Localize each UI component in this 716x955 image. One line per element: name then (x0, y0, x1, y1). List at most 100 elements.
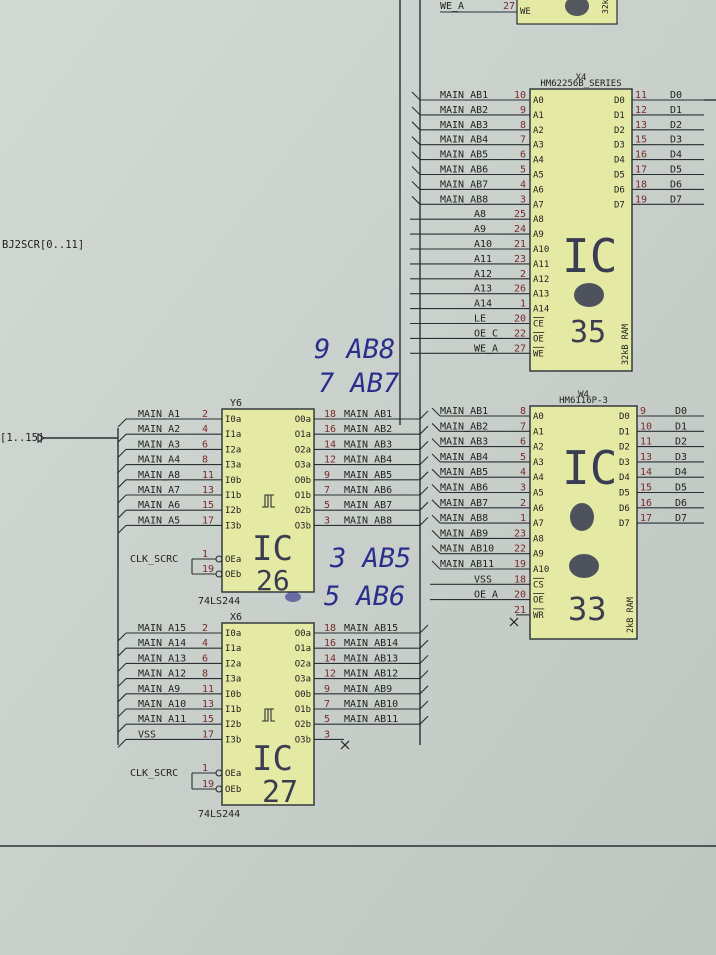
pin-label: I1b (225, 705, 241, 715)
net-label: MAIN_AB12 (344, 669, 398, 680)
pin-number: 2 (520, 269, 526, 280)
y6-mark: IC (252, 529, 293, 569)
pin-number: 1 (520, 513, 526, 524)
pin-number: 1 (202, 549, 208, 560)
net-label: MAIN_A13 (138, 653, 186, 664)
schmitt-icon (262, 494, 275, 508)
pin-number: 1 (202, 763, 208, 774)
w4-mark: IC (562, 441, 617, 495)
bus-entry (431, 530, 441, 539)
pin-number: 17 (202, 515, 214, 526)
chip-side-label: 2kB RAM (626, 597, 636, 633)
bus-entry (117, 509, 127, 519)
pin-number: 20 (514, 590, 526, 601)
net-label: MAIN_A14 (138, 638, 186, 649)
pin-label: O1b (295, 705, 311, 715)
net-label: D5 (670, 165, 682, 176)
net-label: MAIN_AB1 (440, 406, 488, 417)
pin-number: 7 (324, 699, 330, 710)
pin-number: 4 (520, 179, 526, 190)
note-2: 7 AB7 (318, 368, 399, 399)
pin-number: 10 (640, 421, 652, 432)
x4-num: 35 (570, 315, 606, 350)
bus-entry (117, 693, 127, 703)
bus-entry (117, 739, 127, 748)
pin-number: 19 (202, 564, 214, 575)
x6-num: 27 (262, 775, 298, 810)
pin-label: I1a (225, 644, 241, 654)
pin-number: 2 (202, 409, 208, 420)
pin-number: 21 (514, 239, 526, 250)
net-label: MAIN_AB5 (440, 467, 488, 478)
pin-label: A9 (533, 230, 544, 240)
bus-entry (419, 410, 429, 420)
bus-entry (117, 632, 127, 642)
bus-entry (419, 471, 429, 481)
chip-ref: X4 (576, 73, 587, 83)
pin-label: A8 (533, 534, 544, 544)
bus-entry (431, 407, 441, 417)
net-label: MAIN_AB5 (344, 470, 392, 481)
pin-label: A11 (533, 260, 549, 270)
pin-label: D7 (614, 200, 625, 210)
bus-entry (117, 449, 127, 458)
bus-entry (117, 433, 127, 443)
net-label: MAIN_AB1 (344, 409, 392, 420)
net-label: LE (474, 314, 486, 325)
net-label: MAIN_AB9 (344, 684, 392, 695)
pin-number: 8 (202, 455, 208, 466)
net-label: A10 (474, 239, 492, 250)
pin-number: 25 (514, 209, 526, 220)
pin-number: 26 (514, 284, 526, 295)
bus-entry (419, 639, 429, 649)
pin-number: 17 (640, 513, 652, 524)
top-fragment-net: WE_A (440, 1, 464, 12)
pin-label: A5 (533, 489, 544, 499)
net-label: MAIN_AB7 (440, 179, 488, 190)
pin-number: 18 (324, 409, 336, 420)
pin-label: A0 (533, 412, 544, 422)
bus-entry (419, 700, 429, 710)
pin-number: 4 (202, 638, 208, 649)
pin-number: 5 (324, 714, 330, 725)
pin-number: 15 (640, 483, 652, 494)
pin-number: 16 (324, 638, 336, 649)
chip-ref: W4 (578, 390, 589, 400)
net-label: MAIN_A4 (138, 455, 180, 466)
chip-part: HM6116P-3 (559, 396, 608, 406)
top-fragment-side: 32kB (601, 0, 610, 14)
pin-label: A12 (533, 275, 549, 285)
bus-entry (117, 479, 127, 489)
chip-ref: Y6 (230, 398, 242, 409)
net-label: MAIN_AB4 (344, 455, 392, 466)
pin-label: A1 (533, 427, 544, 437)
net-label: MAIN_A8 (138, 470, 180, 481)
pin-number: 5 (324, 500, 330, 511)
pin-label: A6 (533, 185, 544, 195)
pin-number: 14 (324, 653, 336, 664)
no-connect-marks (340, 617, 519, 750)
pin-label: A0 (533, 96, 544, 106)
pin-label: O1a (295, 644, 311, 654)
net-label: D5 (675, 483, 687, 494)
net-label: MAIN_A11 (138, 714, 186, 725)
pin-number: 16 (324, 424, 336, 435)
pin-number: 11 (202, 470, 214, 481)
net-label: A13 (474, 284, 492, 295)
bus-entry (431, 468, 441, 478)
bus-entry (117, 723, 127, 733)
net-label: MAIN_A3 (138, 439, 180, 450)
pin-label: D3 (619, 458, 630, 468)
bus-entry (419, 624, 429, 634)
net-label: D3 (675, 452, 687, 463)
pin-label: D6 (614, 185, 625, 195)
pin-label: O2a (295, 445, 311, 455)
pin-label: O2a (295, 659, 311, 669)
net-label: D6 (670, 179, 682, 190)
pin-label: WE (533, 349, 544, 359)
pin-number: 6 (520, 150, 526, 161)
bus-entry (431, 453, 441, 463)
pin-number: 13 (640, 452, 652, 463)
pin-number: 3 (324, 515, 330, 526)
pin-number: 15 (202, 500, 214, 511)
